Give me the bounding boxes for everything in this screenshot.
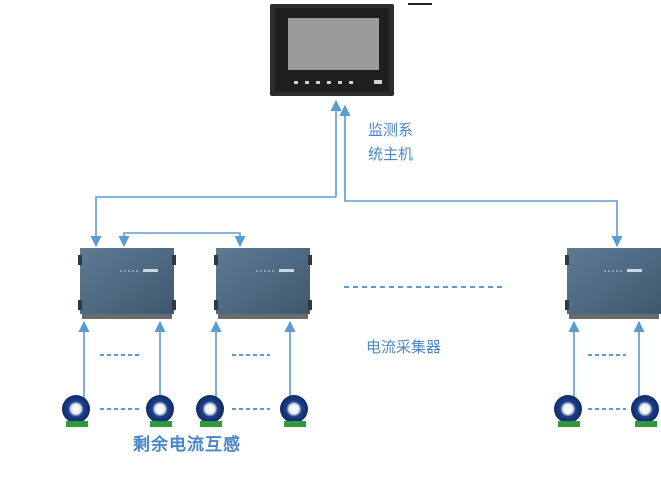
current-collector-2 (214, 248, 312, 319)
current-collector-3 (565, 248, 661, 319)
arrow-collector-1-to-2 (118, 232, 246, 248)
host-label-line1: 监测系 (368, 121, 414, 139)
host-label: 监测系 统主机 (368, 118, 413, 166)
residual-current-transformer-1 (62, 395, 90, 427)
sensor-ellipsis-marks (100, 354, 626, 410)
arrow-host-to-collector-3 (339, 104, 623, 248)
host-label-line2: 统主机 (368, 145, 414, 163)
residual-current-transformer-2 (146, 395, 174, 427)
monitor-button-row (294, 80, 382, 84)
collector-label: 电流采集器 (366, 338, 442, 356)
current-collector-1 (78, 248, 176, 319)
arrow-host-to-collector-1 (90, 196, 336, 248)
host-links (90, 99, 623, 248)
residual-current-transformer-3 (196, 395, 224, 427)
residual-current-transformer-6 (631, 395, 659, 427)
monitor-screen (288, 18, 379, 70)
monitoring-host-device (270, 3, 432, 96)
sensor-links (78, 320, 645, 398)
residual-current-transformer-5 (554, 395, 582, 427)
sensor-label: 剩余电流互感 (133, 435, 241, 455)
residual-current-transformer-4 (280, 395, 308, 427)
